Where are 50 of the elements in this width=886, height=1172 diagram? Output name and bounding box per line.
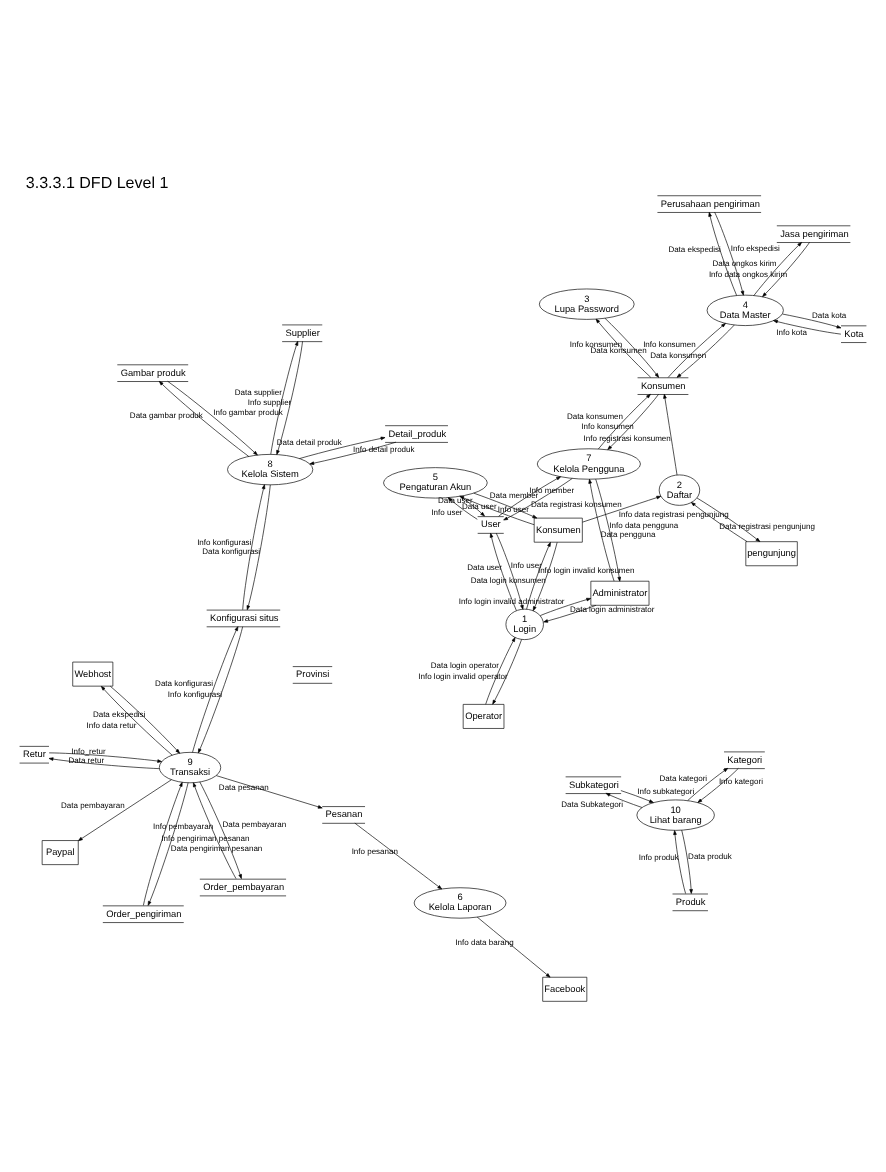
arrow bbox=[607, 392, 659, 449]
arrow bbox=[299, 435, 386, 458]
arrow bbox=[78, 778, 172, 841]
arrow bbox=[681, 828, 693, 893]
arrow bbox=[242, 483, 266, 610]
arrow bbox=[270, 339, 299, 454]
arrow bbox=[714, 210, 745, 295]
arrow bbox=[354, 821, 443, 889]
arrow bbox=[473, 491, 538, 518]
arrow bbox=[620, 789, 654, 802]
arrow bbox=[110, 684, 180, 753]
arrow bbox=[605, 791, 643, 807]
arrow bbox=[532, 541, 558, 610]
arrow bbox=[485, 636, 516, 704]
arrow bbox=[667, 322, 726, 377]
arrow bbox=[539, 596, 592, 615]
arrow bbox=[697, 767, 739, 802]
arrow bbox=[495, 531, 524, 609]
arrow bbox=[691, 501, 748, 541]
arrow bbox=[246, 483, 271, 610]
arrow bbox=[276, 340, 303, 454]
diagram-title: 3.3.3.1 DFD Level 1 bbox=[25, 173, 169, 192]
arrow bbox=[543, 604, 597, 622]
arrow bbox=[503, 477, 573, 520]
arrow bbox=[309, 440, 397, 464]
arrow bbox=[696, 496, 761, 541]
arrow bbox=[604, 316, 660, 377]
arrow bbox=[753, 241, 802, 295]
arrow bbox=[663, 392, 678, 475]
arrow bbox=[708, 211, 737, 295]
arrow bbox=[597, 393, 651, 449]
arrow bbox=[526, 541, 551, 609]
arrow bbox=[48, 751, 163, 762]
arrow bbox=[588, 477, 615, 581]
arrow bbox=[595, 317, 652, 377]
arrow bbox=[48, 756, 160, 768]
arrow bbox=[492, 638, 522, 704]
arrow bbox=[673, 829, 686, 893]
arrow bbox=[215, 774, 323, 808]
arrow bbox=[762, 241, 810, 296]
arrow bbox=[100, 685, 173, 755]
arrow bbox=[582, 494, 662, 522]
arrow bbox=[676, 323, 735, 377]
arrow bbox=[498, 475, 561, 516]
arrow bbox=[773, 318, 842, 334]
arrow bbox=[595, 477, 621, 581]
arrow bbox=[687, 767, 729, 800]
arrow bbox=[476, 915, 551, 977]
arrow bbox=[489, 531, 517, 610]
arrow bbox=[782, 312, 842, 328]
